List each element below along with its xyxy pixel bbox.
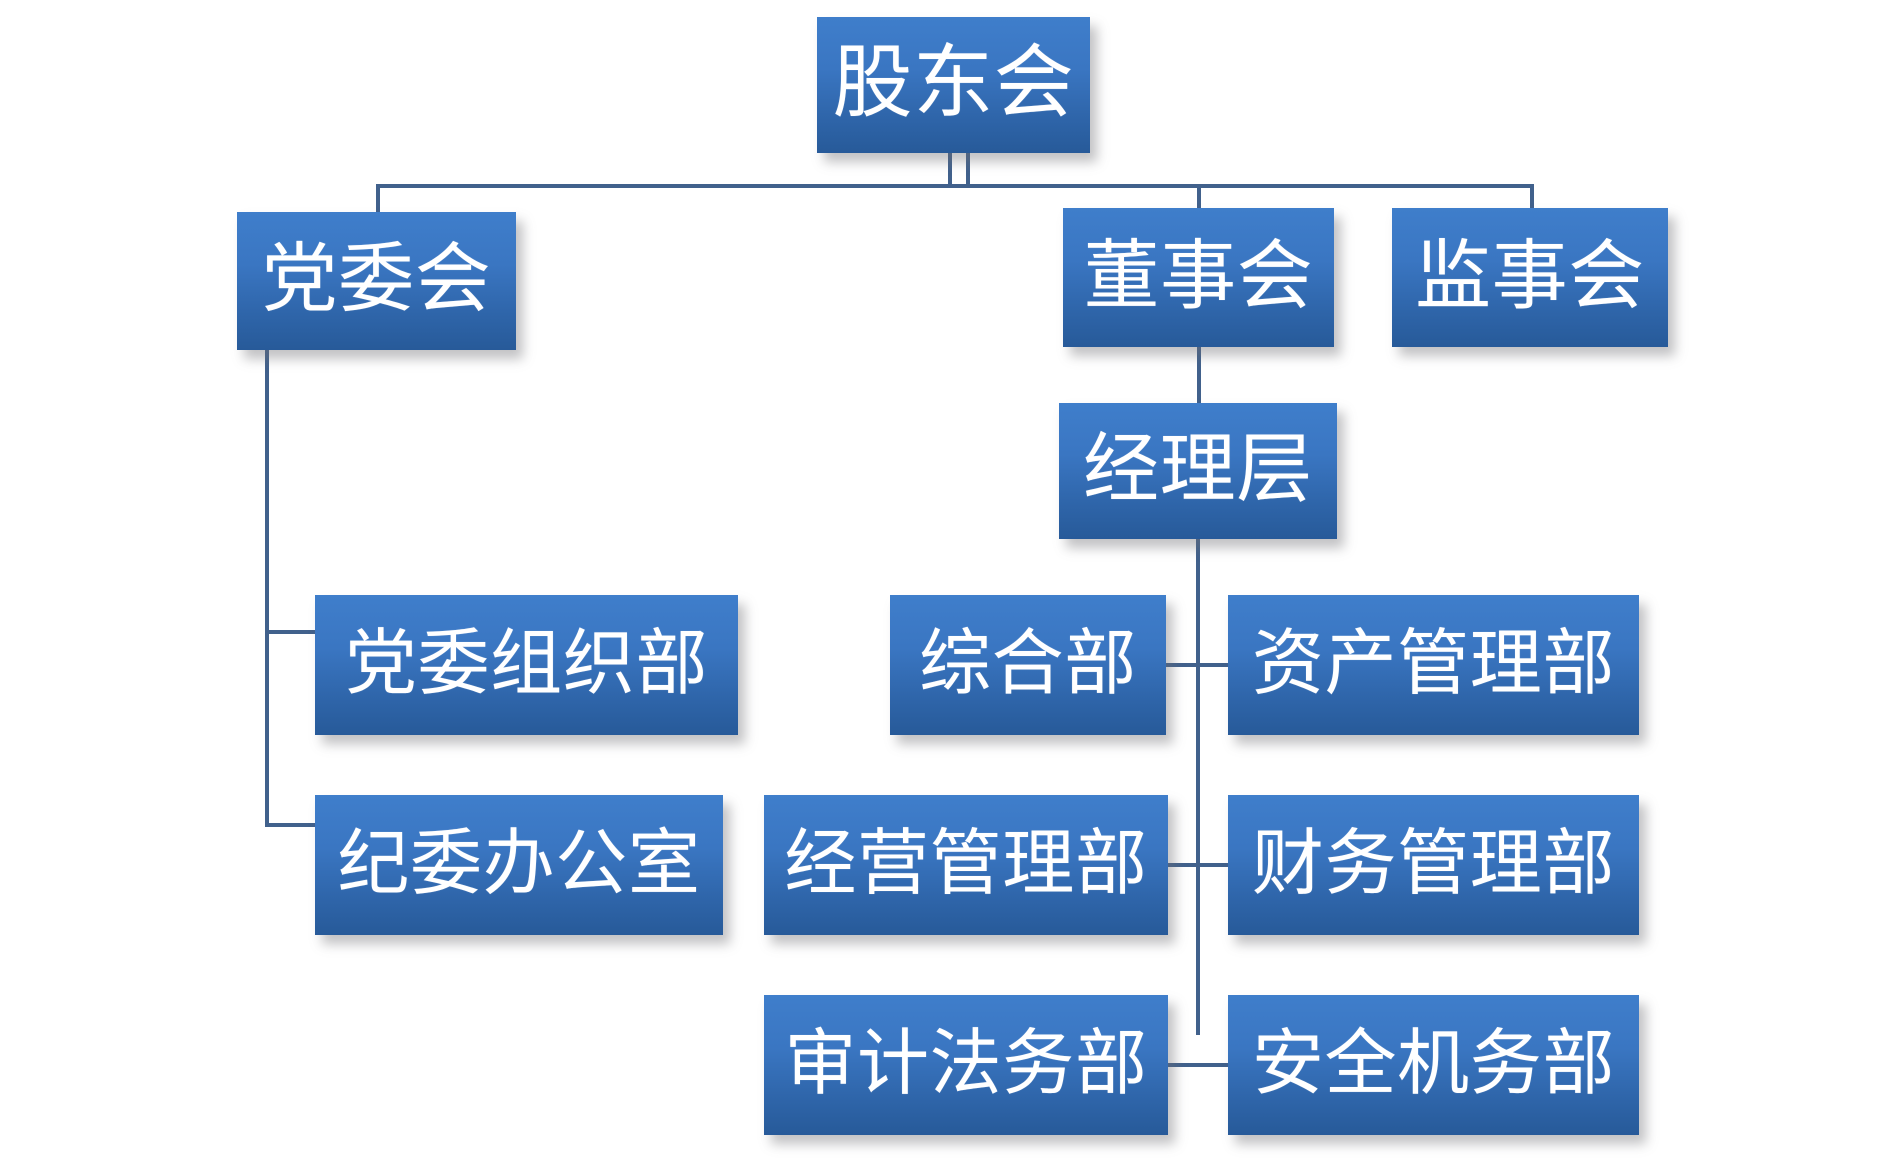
connector-mgmt-to-finance-mgmt [1196, 863, 1230, 867]
node-party-committee[interactable]: 党委会 [237, 212, 516, 350]
node-general-affairs-dept[interactable]: 综合部 [890, 595, 1166, 735]
node-label: 党委会 [261, 238, 492, 323]
node-label: 纪委办公室 [337, 824, 701, 905]
node-label: 综合部 [919, 624, 1137, 705]
node-party-org-dept[interactable]: 党委组织部 [315, 595, 738, 735]
connector-party-to-org-dept [265, 630, 317, 634]
node-shareholders-meeting[interactable]: 股东会 [817, 17, 1090, 153]
connector-party-spine [265, 350, 269, 825]
node-board-of-supervisors[interactable]: 监事会 [1392, 208, 1668, 347]
node-safety-machinery-dept[interactable]: 安全机务部 [1228, 995, 1639, 1135]
node-label: 安全机务部 [1251, 1024, 1616, 1105]
node-label: 资产管理部 [1251, 624, 1616, 705]
node-label: 董事会 [1083, 234, 1314, 319]
connector-level2-bus [376, 184, 1532, 188]
connector-shareholders-stub-right [966, 153, 970, 186]
node-finance-mgmt-dept[interactable]: 财务管理部 [1228, 795, 1639, 935]
connector-drop-board-of-directors [1197, 184, 1201, 210]
node-audit-legal-dept[interactable]: 审计法务部 [764, 995, 1168, 1135]
connector-drop-board-of-supervisors [1530, 184, 1534, 210]
node-board-of-directors[interactable]: 董事会 [1063, 208, 1334, 347]
node-label: 经理层 [1083, 428, 1313, 513]
connector-shareholders-stub-left [948, 153, 952, 186]
node-asset-mgmt-dept[interactable]: 资产管理部 [1228, 595, 1639, 735]
connector-mgmt-to-safety-machinery [1196, 1063, 1230, 1067]
connector-management-spine [1196, 539, 1200, 1035]
connector-mgmt-to-audit-legal [1162, 1063, 1200, 1067]
connector-mgmt-to-asset-mgmt [1196, 663, 1230, 667]
node-discipline-office[interactable]: 纪委办公室 [315, 795, 723, 935]
connector-drop-party-committee [376, 184, 380, 214]
node-label: 股东会 [832, 40, 1075, 129]
node-management-layer[interactable]: 经理层 [1059, 403, 1337, 539]
connector-directors-to-management [1197, 347, 1201, 405]
connector-mgmt-to-operations-mgmt [1162, 863, 1200, 867]
node-label: 财务管理部 [1251, 824, 1616, 905]
node-operations-mgmt-dept[interactable]: 经营管理部 [764, 795, 1168, 935]
node-label: 经营管理部 [784, 824, 1148, 905]
node-label: 党委组织部 [344, 624, 709, 705]
node-label: 审计法务部 [784, 1024, 1148, 1105]
connector-party-to-discipline-office [265, 823, 317, 827]
connector-mgmt-to-general-affairs [1162, 663, 1200, 667]
node-label: 监事会 [1415, 234, 1645, 319]
